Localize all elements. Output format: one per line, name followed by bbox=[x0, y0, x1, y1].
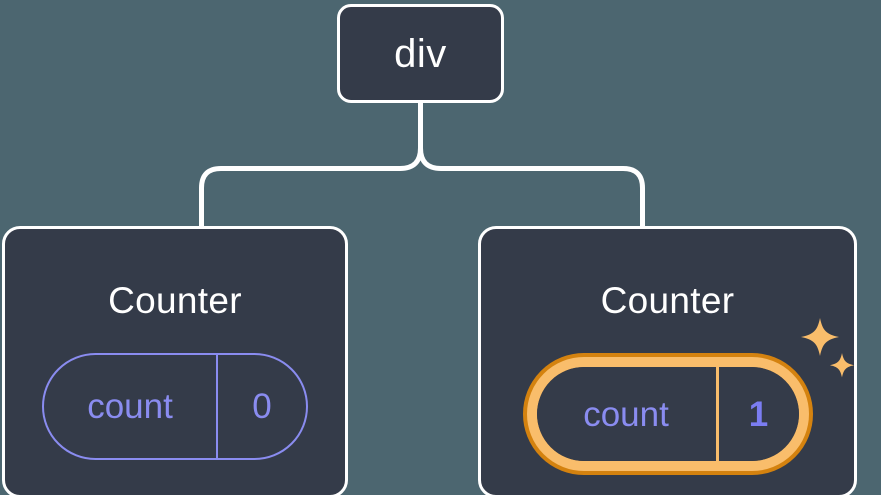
node-counter-right-label: Counter bbox=[600, 280, 735, 321]
state-key-label-right: count bbox=[583, 394, 669, 434]
state-pill-right[interactable]: count 1 bbox=[522, 353, 813, 475]
connector-to-left-counter bbox=[199, 123, 423, 229]
state-key-cell-right: count bbox=[537, 367, 719, 461]
state-pill-wrapper-left: count 0 bbox=[42, 353, 308, 460]
node-div-label: div bbox=[394, 31, 447, 76]
connector-to-right-counter bbox=[418, 123, 645, 229]
state-pill-wrapper-right: count 1 bbox=[522, 353, 813, 475]
state-value-cell-right: 1 bbox=[719, 367, 799, 461]
node-counter-right[interactable]: Counter count 1 bbox=[478, 226, 857, 495]
node-counter-left[interactable]: Counter count 0 bbox=[2, 226, 348, 495]
state-value-label-right: 1 bbox=[748, 394, 769, 434]
node-div[interactable]: div bbox=[337, 4, 504, 103]
state-pill-cells-right: count 1 bbox=[536, 367, 799, 461]
node-counter-left-label: Counter bbox=[108, 280, 242, 321]
state-value-label-left: 0 bbox=[252, 387, 272, 426]
state-key-label-left: count bbox=[87, 387, 173, 426]
state-pill-left[interactable]: count 0 bbox=[42, 353, 308, 460]
state-value-cell-left: 0 bbox=[218, 355, 306, 458]
state-key-cell-left: count bbox=[44, 355, 218, 458]
